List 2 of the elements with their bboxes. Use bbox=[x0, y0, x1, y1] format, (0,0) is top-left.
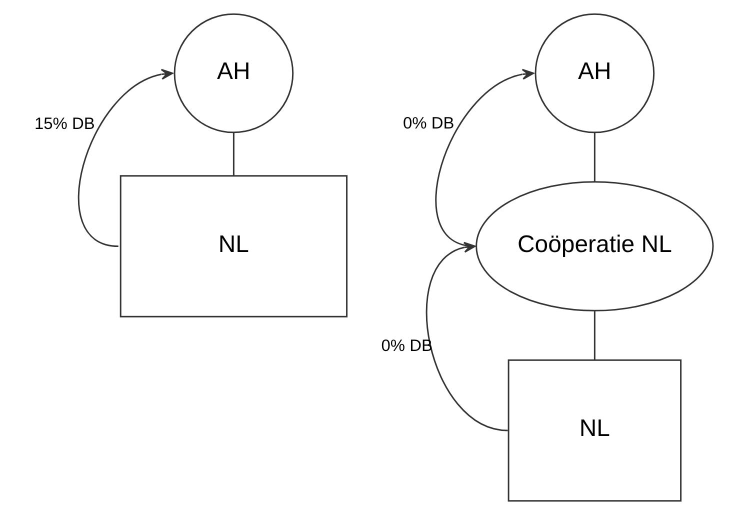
edge-label: 0% DB bbox=[403, 114, 454, 132]
edge-label: 15% DB bbox=[34, 115, 95, 134]
